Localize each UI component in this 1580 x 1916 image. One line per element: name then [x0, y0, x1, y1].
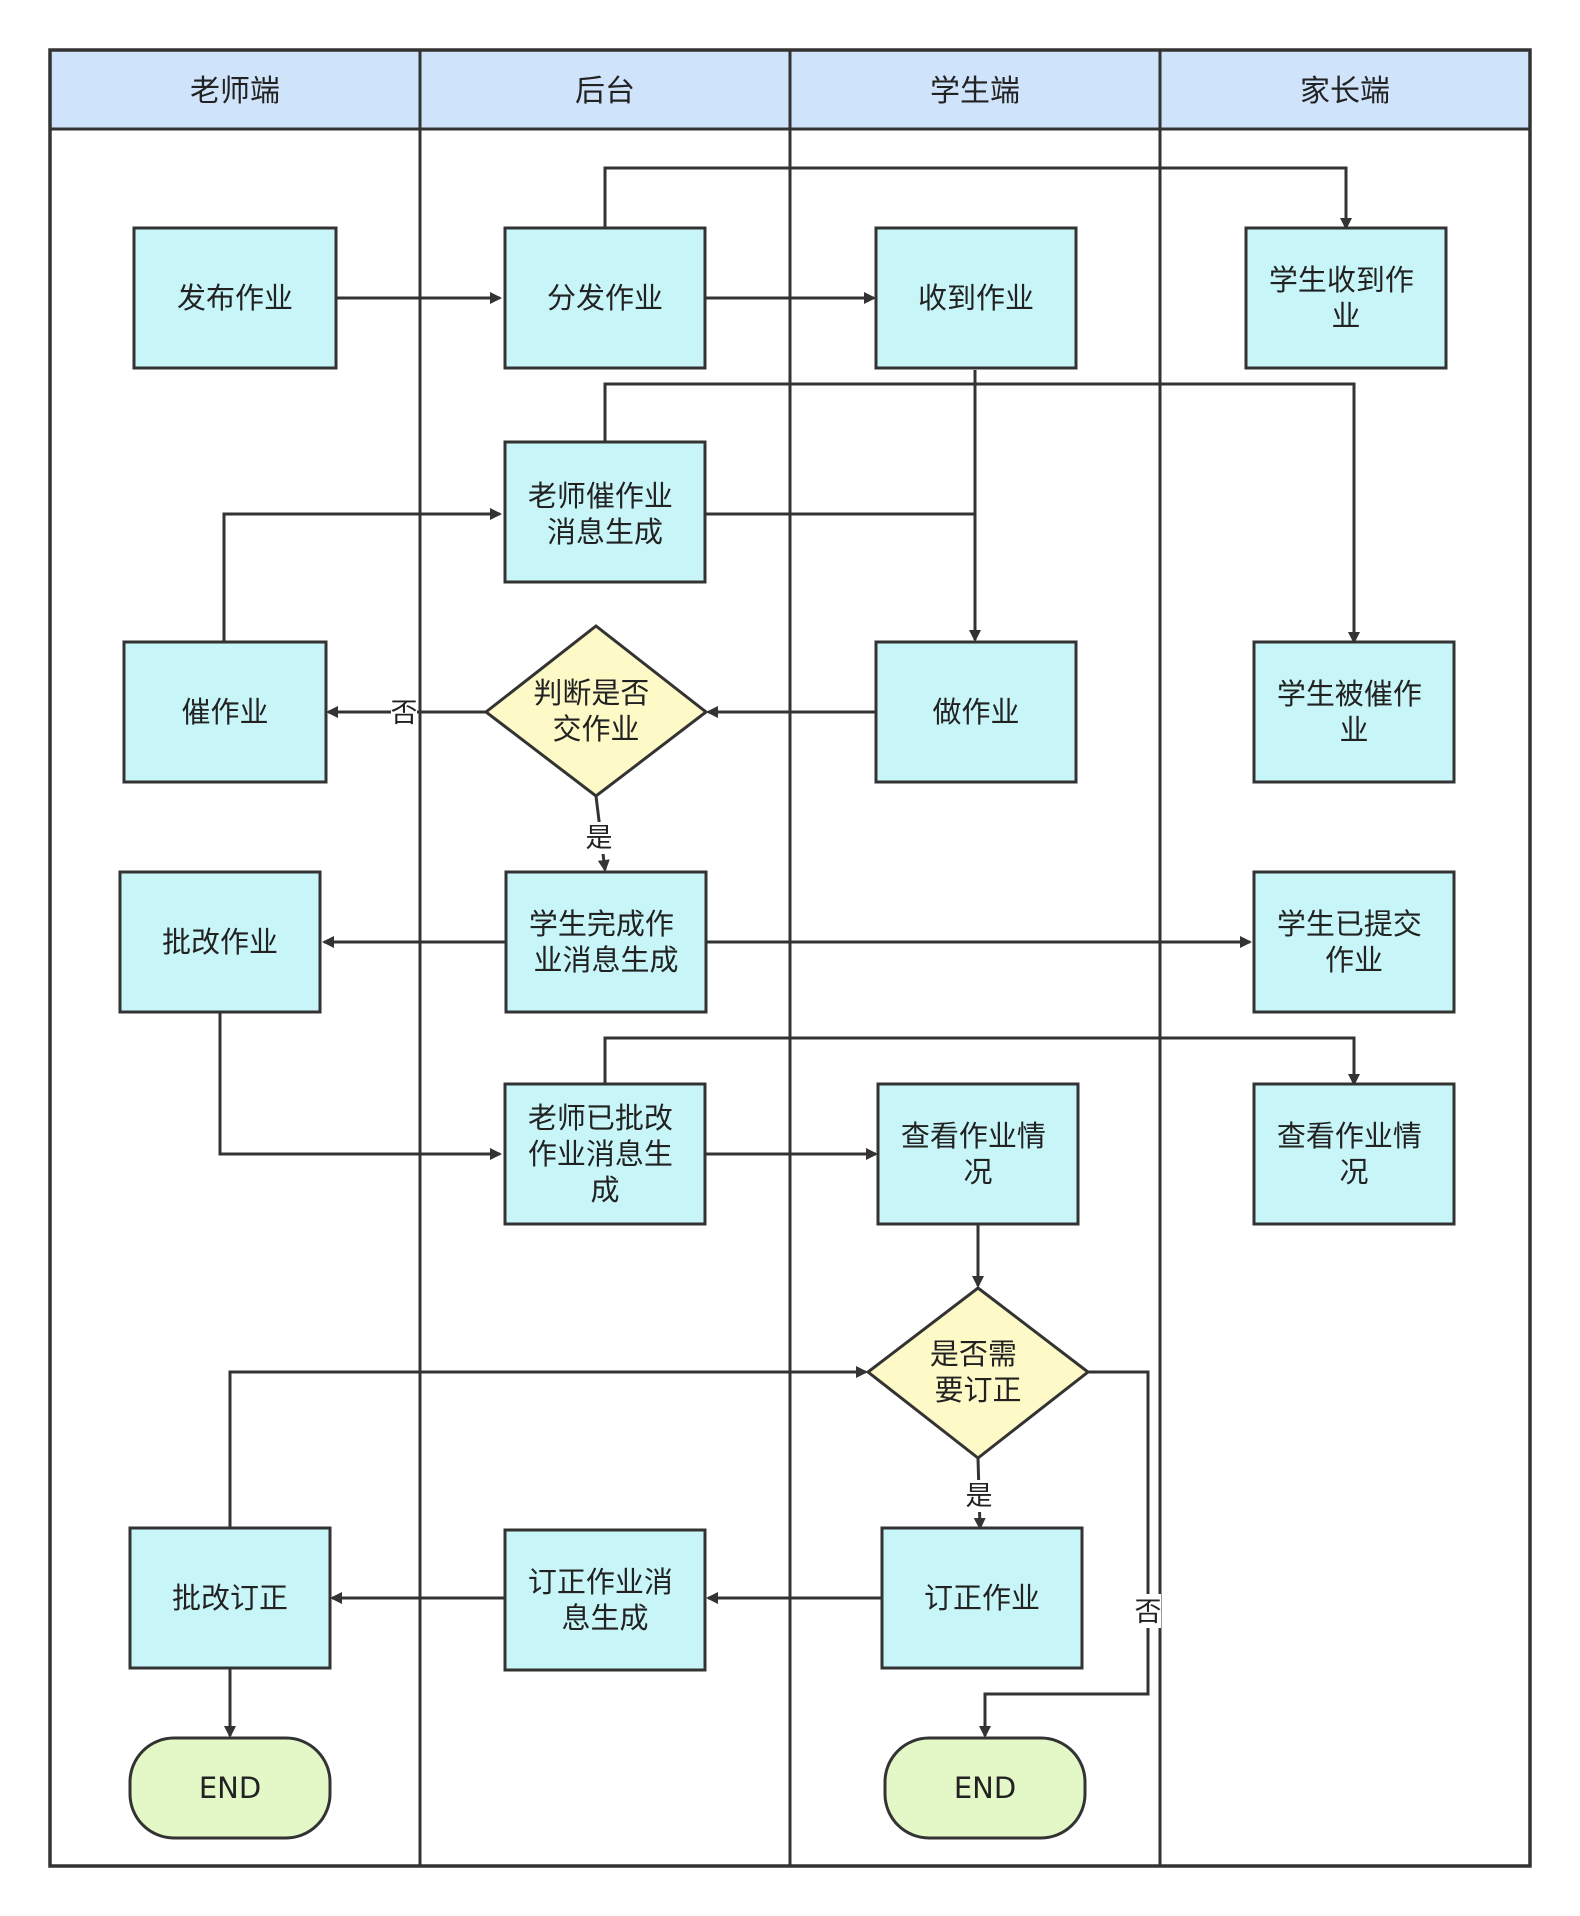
node-distribute-label: 分发作业 [547, 281, 663, 315]
node-grade-fix-label: 批改订正 [172, 1581, 288, 1615]
node-fix-hw [880, 1526, 1084, 1670]
node-fix-msg-label: 订正作业消 息生成 [528, 1565, 682, 1635]
node-grade-fix [128, 1526, 332, 1670]
node-end-teacher [128, 1736, 332, 1840]
node-parent-urged [1252, 640, 1456, 784]
edge-gradedmsg-view-parent [603, 1036, 1360, 1086]
edge-label-no-fix: 否 [1135, 1597, 1162, 1628]
node-parent-submitted [1252, 870, 1456, 1014]
node-parent-urged-label: 学生被催作 业 [1277, 677, 1431, 747]
node-urge-msg [503, 440, 707, 584]
node-urge-msg-label: 老师催作业 消息生成 [528, 479, 682, 549]
edge-label-no-urge: 否 [391, 698, 418, 729]
node-graded-msg-label: 老师已批改 作业消息生 成 [528, 1101, 682, 1207]
node-view-student [876, 1082, 1080, 1226]
nodes: 发布作业 分发作业 收到作业 学生收到作 业 老师催作业 消息生成 催作业 判断… [118, 226, 1456, 1840]
node-end-student [883, 1736, 1087, 1840]
node-parent-receive [1244, 226, 1448, 370]
node-fix-hw-label: 订正作业 [924, 1581, 1040, 1615]
lane-header-teacher [48, 48, 422, 131]
edge-label-yes-submit: 是 [586, 823, 613, 854]
node-end-student-label: END [954, 1771, 1016, 1805]
node-urge [122, 640, 328, 784]
edge-distribute-parent-receive [603, 166, 1352, 230]
node-need-fix [865, 1286, 1091, 1460]
node-need-fix-label: 是否需 要订正 [930, 1337, 1026, 1407]
node-do-hw [874, 640, 1078, 784]
lane-header-backend [418, 48, 792, 131]
node-do-hw-label: 做作业 [932, 695, 1019, 729]
node-view-parent [1252, 1082, 1456, 1226]
edge-needfix-end-student [979, 1370, 1150, 1738]
edges [218, 166, 1360, 1738]
node-receive-label: 收到作业 [918, 281, 1034, 315]
node-done-msg-label: 学生完成作 业消息生成 [529, 907, 683, 977]
edge-urgemsg-parent-urged [603, 382, 1360, 644]
node-publish-label: 发布作业 [177, 281, 293, 315]
node-publish [132, 226, 338, 370]
edge-gradefix-needfix [228, 1366, 868, 1528]
lane-title-student: 学生端 [930, 74, 1020, 109]
lane-title-backend: 后台 [575, 74, 635, 109]
edge-grade-gradedmsg [218, 1012, 502, 1160]
node-distribute [503, 226, 707, 370]
node-urge-label: 催作业 [181, 695, 268, 729]
node-parent-submitted-label: 学生已提交 作业 [1277, 907, 1431, 977]
node-grade [118, 870, 322, 1014]
node-end-teacher-label: END [199, 1771, 261, 1805]
node-graded-msg [503, 1082, 707, 1226]
node-view-parent-label: 查看作业情 况 [1277, 1119, 1431, 1189]
node-grade-label: 批改作业 [162, 925, 278, 959]
node-fix-msg [503, 1528, 707, 1672]
edge-label-yes-fix: 是 [966, 1481, 993, 1512]
lane-title-teacher: 老师端 [190, 74, 280, 109]
node-parent-receive-label: 学生收到作 业 [1269, 263, 1423, 333]
edge-labels: 否 是 是 否 [391, 696, 1162, 1628]
edge-urge-urgemsg [222, 508, 502, 642]
node-receive [874, 226, 1078, 370]
lane-title-parent: 家长端 [1300, 74, 1390, 109]
node-done-msg [504, 870, 708, 1014]
node-view-student-label: 查看作业情 况 [901, 1119, 1055, 1189]
node-check-submit [483, 624, 709, 798]
node-check-submit-label: 判断是否 交作业 [533, 676, 658, 746]
